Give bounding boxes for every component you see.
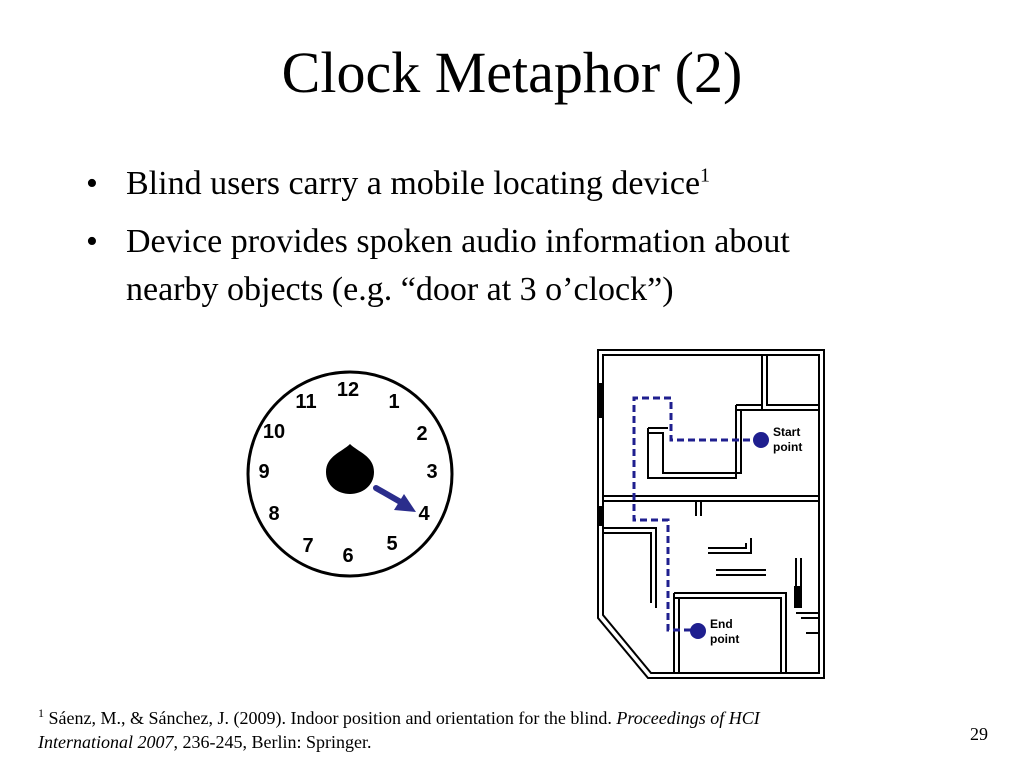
clock-number-2: 2 <box>416 423 427 445</box>
door-marker <box>598 383 603 418</box>
door-marker <box>598 506 603 526</box>
clock-number-5: 5 <box>386 533 397 555</box>
bullet-item-1: • Blind users carry a mobile locating de… <box>82 160 982 208</box>
end-label-line-1: End <box>710 617 733 631</box>
footnote: 1 Sáenz, M., & Sánchez, J. (2009). Indoo… <box>38 706 978 754</box>
room-wall <box>674 592 787 673</box>
outer-wall-inner <box>602 354 820 674</box>
footnote-reference: 1 <box>700 164 711 187</box>
end-point-marker <box>690 623 706 639</box>
footnote-rest: , 236-245, Berlin: Springer. <box>173 732 372 752</box>
clock-number-8: 8 <box>268 503 279 525</box>
room-wall <box>766 355 819 406</box>
start-label-line-1: Start <box>773 425 800 439</box>
footnote-authors: Sáenz, M., & Sánchez, J. (2009). Indoor … <box>44 708 617 728</box>
bullet-item-2: • Device provides spoken audio informati… <box>82 218 982 314</box>
room-wall <box>695 501 702 516</box>
floor-plan-diagram: Start point End point <box>597 349 825 679</box>
clock-number-1: 1 <box>388 391 399 413</box>
bullet-marker: • <box>86 165 98 202</box>
clock-number-3: 3 <box>426 461 437 483</box>
user-head-icon <box>326 444 374 494</box>
room-wall <box>647 427 742 479</box>
door-marker <box>794 586 800 608</box>
bullet-text-1: Blind users carry a mobile locating devi… <box>126 165 701 202</box>
start-point-marker <box>753 432 769 448</box>
direction-arrow-icon <box>373 485 416 512</box>
room-wall <box>673 593 680 673</box>
clock-diagram: 12 1 2 3 4 5 6 7 8 9 10 11 <box>246 370 454 578</box>
room-wall <box>761 355 819 411</box>
bullet-text-2-line-2: nearby objects (e.g. “door at 3 o’clock”… <box>126 271 674 308</box>
page-number: 29 <box>970 724 988 744</box>
slide-title: Clock Metaphor (2) <box>281 40 743 105</box>
room-wall <box>796 612 820 634</box>
room-wall <box>716 569 766 576</box>
clock-number-6: 6 <box>342 545 353 567</box>
bullet-text-2-line-1: Device provides spoken audio information… <box>126 223 790 260</box>
room-wall <box>603 495 819 502</box>
footnote-marker: 1 <box>38 706 44 720</box>
clock-number-7: 7 <box>302 535 313 557</box>
clock-number-9: 9 <box>258 461 269 483</box>
clock-number-11: 11 <box>295 391 316 413</box>
room-wall <box>603 527 657 608</box>
outer-wall <box>597 349 825 679</box>
footnote-venue-2: International 2007 <box>38 732 174 752</box>
clock-number-12: 12 <box>337 379 359 401</box>
start-label-line-2: point <box>773 440 802 454</box>
footnote-venue-1: Proceedings of HCI <box>616 708 760 728</box>
clock-number-10: 10 <box>263 421 285 443</box>
bullet-marker: • <box>86 223 98 260</box>
end-label-line-2: point <box>710 632 739 646</box>
room-wall <box>708 538 752 554</box>
bullet-list: • Blind users carry a mobile locating de… <box>82 160 982 324</box>
clock-number-4: 4 <box>418 503 430 525</box>
